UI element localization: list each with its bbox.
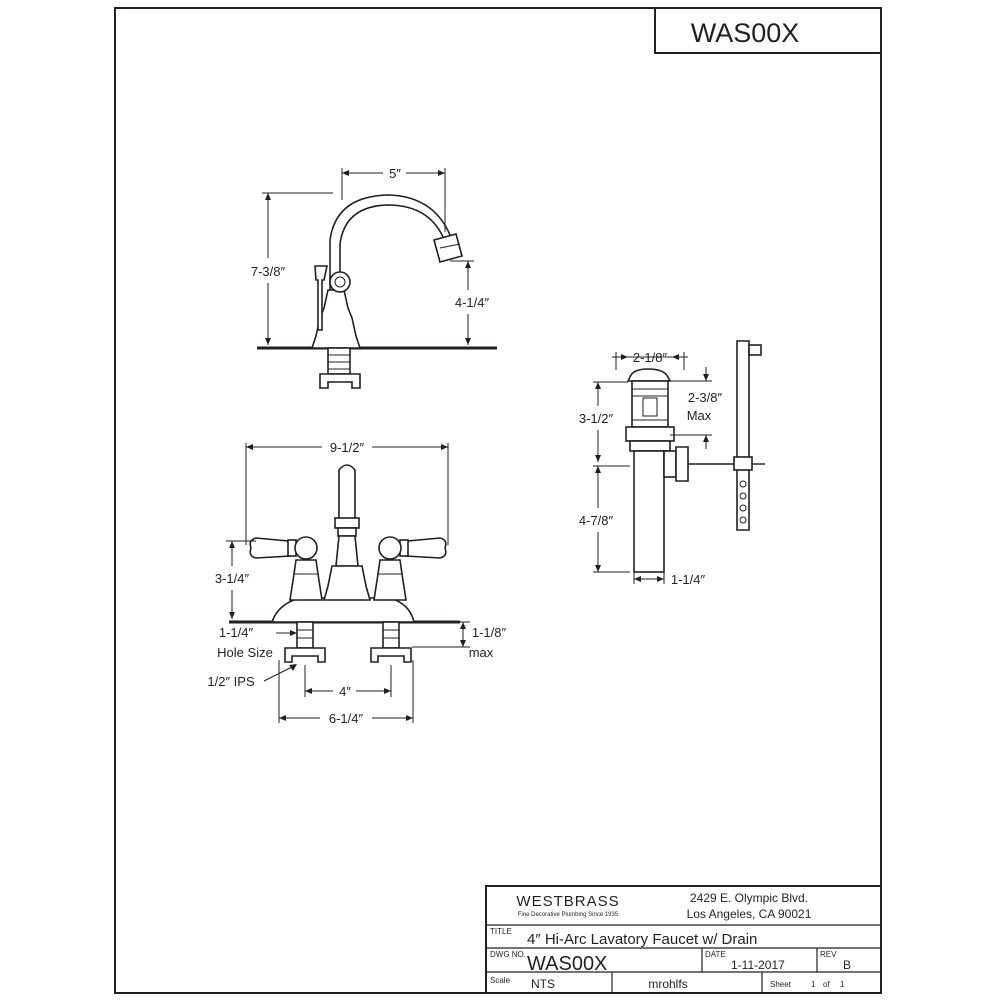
popup-lift-rod: [314, 265, 328, 331]
title-block: WESTBRASS Fine Decorative Plumbing Since…: [485, 885, 882, 994]
dim-ips: 1/2″ IPS: [207, 674, 255, 689]
spring-clip: [733, 456, 753, 471]
deck-plate: [270, 597, 415, 623]
right-shank: [382, 621, 400, 649]
drain-tailpiece: [633, 450, 665, 573]
dim-drain-tail-dia: 1-1/4″: [671, 572, 706, 587]
right-mounting-nut: [370, 647, 412, 663]
dim-drain-flange: 2-1/8″: [633, 350, 668, 365]
title-label: TITLE: [490, 927, 512, 936]
dwg-no-label: DWG NO.: [490, 950, 526, 959]
right-valve-body: [373, 559, 407, 601]
dim-base-width: 6-1/4″: [329, 711, 364, 726]
dim-drain-max-value: 2-3/8″: [688, 390, 723, 405]
right-handle-hub: [378, 536, 402, 560]
spout-base-front: [322, 565, 372, 601]
drawing-number-text: WAS00X: [691, 18, 800, 48]
right-handle-lever: [405, 537, 447, 559]
clevis-screw: [748, 344, 762, 356]
scale-value: NTS: [531, 977, 555, 991]
popup-drain-view: 2-1/8″ 3-1/2″ 2-3/8″ Max 4-7/8″ 1-1/4″: [579, 340, 765, 587]
dwg-no-value: WAS00X: [527, 953, 607, 975]
sheet-number: 1: [811, 980, 816, 989]
dim-hole-size-label: Hole Size: [217, 645, 273, 660]
dim-overall-height: 7-3/8″: [251, 264, 286, 279]
date-value: 1-11-2017: [731, 958, 785, 972]
sheet-border: [114, 7, 882, 994]
left-shank: [296, 621, 314, 649]
dim-spout-height: 4-1/4″: [455, 295, 490, 310]
clevis-strap: [736, 340, 750, 531]
sheet-of: of: [823, 980, 830, 989]
dim-deck-max-value: 1-1/8″: [472, 625, 507, 640]
sheet-total: 1: [840, 980, 845, 989]
left-valve-body: [289, 559, 323, 601]
spout-aerator: [433, 233, 463, 263]
drain-flange: [626, 368, 672, 382]
rev-label: REV: [820, 950, 837, 959]
dim-drain-tail: 4-7/8″: [579, 513, 614, 528]
dim-handle-span: 9-1/2″: [330, 440, 365, 455]
company-tagline: Fine Decorative Plumbing Since 1935: [518, 912, 619, 918]
drawn-by: mrohlfs: [648, 977, 687, 991]
dim-handle-height: 3-1/4″: [215, 571, 250, 586]
shank-side: [327, 347, 351, 375]
spout-front: [338, 464, 356, 521]
date-label: DATE: [705, 950, 726, 959]
address-line-1: 2429 E. Olympic Blvd.: [690, 891, 808, 905]
dim-center-spread: 4″: [339, 684, 351, 699]
dim-drain-max-label: Max: [687, 408, 712, 423]
faucet-side-view: 5″ 7-3/8″ 4-1/4″: [251, 166, 497, 389]
dim-hole-size-value: 1-1/4″: [219, 625, 254, 640]
scale-label: Scale: [490, 976, 511, 985]
faucet-front-view: 9-1/2″ 3-1/4″ 1-1/4″ Hole Size 1/2″ IPS …: [207, 440, 506, 726]
left-handle-hub: [294, 536, 318, 560]
left-mounting-nut: [284, 647, 326, 663]
drain-lock-nut: [625, 426, 675, 442]
sheet-label: Sheet: [770, 980, 792, 989]
drain-pivot-nut: [663, 450, 677, 478]
company-logo-text: WESTBRASS: [516, 893, 619, 910]
handle-hub-side: [329, 271, 351, 293]
dim-drain-body: 3-1/2″: [579, 411, 614, 426]
dim-deck-max-label: max: [469, 645, 494, 660]
address-line-2: Los Angeles, CA 90021: [687, 907, 812, 921]
drawing-number-box: WAS00X: [654, 7, 882, 54]
left-handle-lever: [249, 537, 291, 559]
dim-spout-reach: 5″: [389, 166, 401, 181]
drawing-title: 4″ Hi-Arc Lavatory Faucet w/ Drain: [527, 931, 757, 948]
rev-value: B: [843, 958, 851, 972]
mounting-nut-side: [319, 373, 361, 389]
